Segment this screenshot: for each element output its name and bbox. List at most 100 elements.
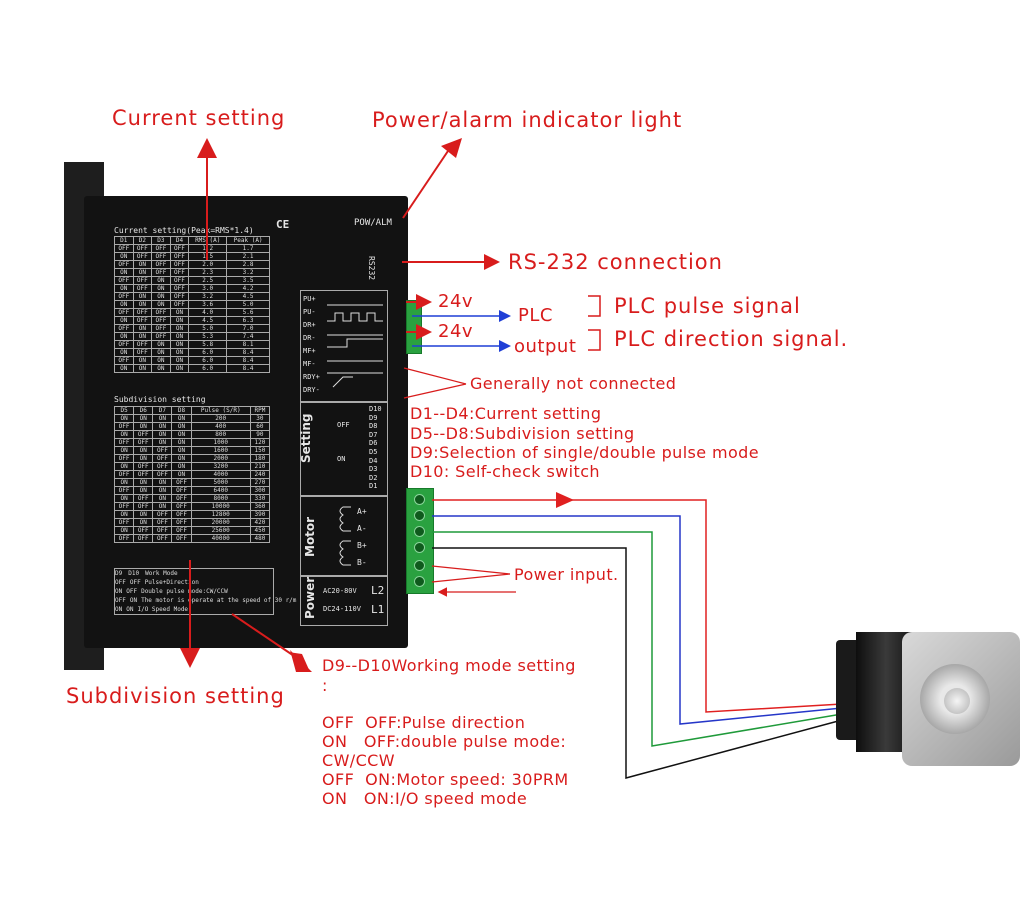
work-mode-cell: ON (115, 606, 123, 613)
rs232-arrowhead (484, 254, 500, 270)
subdivision-cell: 480 (249, 534, 271, 543)
d1-d4-label: D1--D4:Current setting (410, 404, 602, 423)
mode-description-line: OFF ON:Motor speed: 30PRM (322, 770, 569, 789)
d10-label: D10: Self-check switch (410, 462, 600, 481)
not-connected-label: Generally not connected (470, 374, 677, 393)
working-mode-colon: : (322, 676, 328, 695)
mode-description-line: CW/CCW (322, 751, 395, 770)
power-dc-label: DC24-110V (323, 605, 361, 613)
subdivision-setting-label: Subdivision setting (66, 684, 285, 708)
dip-on-label: ON (337, 455, 346, 463)
coil-symbols (339, 506, 351, 566)
work-mode-cell: OFF (115, 579, 126, 586)
work-mode-cell: OFF (115, 597, 126, 604)
motor-pin-label: B- (357, 558, 367, 567)
power-alarm-label: Power/alarm indicator light (372, 108, 683, 132)
signal-pin-label: RDY+ (303, 373, 320, 381)
work-mode-cell: OFF (126, 588, 138, 595)
stepper-driver: CE POW/ALM RS232 Current setting(Peak=RM… (84, 196, 408, 648)
dip-switch-label: D1 (369, 482, 378, 491)
work-mode-cell: Double pulse mode:CW/CCW (141, 588, 228, 595)
current-cell: 8.4 (226, 364, 270, 373)
d9-label: D9:Selection of single/double pulse mode (410, 443, 759, 462)
dip-switch-label: D6 (369, 439, 378, 448)
motor-pin-label: B+ (357, 541, 367, 550)
plc-direction-label: PLC direction signal. (614, 327, 849, 351)
signal-waveforms (327, 304, 383, 388)
work-mode-cell: ON (115, 588, 123, 595)
dip-switch-label: D4 (369, 456, 378, 465)
motor-panel: Motor A+A-B+B- (300, 496, 388, 576)
current-table-title: Current setting(Peak=RMS*1.4) (114, 226, 254, 235)
work-mode-cell: ON (126, 606, 134, 613)
pow-alm-arrowhead (441, 138, 462, 158)
work-mode-header: D9 D10 Work Mode (115, 569, 273, 578)
signal-pin-label: MF+ (303, 347, 316, 355)
signal-pin-label: PU- (303, 308, 316, 316)
24v-label-1: 24v (438, 291, 474, 312)
pow-alm-arrow (402, 147, 451, 219)
work-mode-cell: The motor is operate at the speed of 30 … (141, 597, 297, 604)
motor-shaft (944, 688, 970, 714)
power-ac-label: AC20-80V (323, 587, 357, 595)
24v-label-2: 24v (438, 321, 474, 342)
signal-pin-label: MF- (303, 360, 316, 368)
signal-pin-label: DRY- (303, 386, 320, 394)
ce-mark: CE (276, 218, 290, 231)
working-mode-label: D9--D10Working mode setting (322, 656, 576, 675)
signal-pin-label: DR- (303, 334, 316, 342)
motor-pin-label: A- (357, 524, 367, 533)
signal-pin-label: PU+ (303, 295, 316, 303)
motor-power-terminal-block (406, 488, 434, 594)
d5-d8-label: D5--D8:Subdivision setting (410, 424, 635, 443)
mode-description-line: ON ON:I/O speed mode (322, 789, 528, 808)
mode-description-line: ON OFF:double pulse mode: (322, 732, 567, 751)
terminal-screw (414, 560, 425, 571)
power-l2-label: L2 (371, 584, 385, 597)
current-setting-label: Current setting (112, 106, 286, 130)
work-mode-cell: OFF (129, 579, 141, 586)
terminal-screw (414, 542, 425, 553)
plc-label: PLC (518, 305, 553, 326)
work-mode-header-cell: D10 (128, 570, 140, 577)
power-input-label: Power input. (514, 565, 619, 584)
subdivision-cell: OFF (171, 534, 192, 543)
current-arrowhead (197, 138, 217, 158)
dip-switch-label: D8 (369, 422, 378, 431)
motor-pin-label: A+ (357, 507, 367, 516)
power-panel: Power AC20-80V L2 DC24-110V L1 (300, 576, 388, 626)
rs232-label: RS-232 connection (508, 250, 723, 274)
dip-off-label: OFF (337, 421, 350, 429)
signal-panel: PU+PU-DR+DR-MF+MF-RDY+DRY- (300, 290, 388, 402)
terminal-screw (414, 526, 425, 537)
current-cell: 6.0 (188, 364, 228, 373)
terminal-screw (414, 576, 425, 587)
work-mode-header-cell: Work Mode (145, 570, 178, 577)
work-mode-header-cell: D9 (115, 570, 123, 577)
dip-switch-label: D10 (369, 405, 382, 413)
work-mode-cell: Pulse+Direction (144, 579, 199, 586)
dip-switch-label: D2 (369, 473, 378, 482)
power-l1-label: L1 (371, 603, 385, 616)
